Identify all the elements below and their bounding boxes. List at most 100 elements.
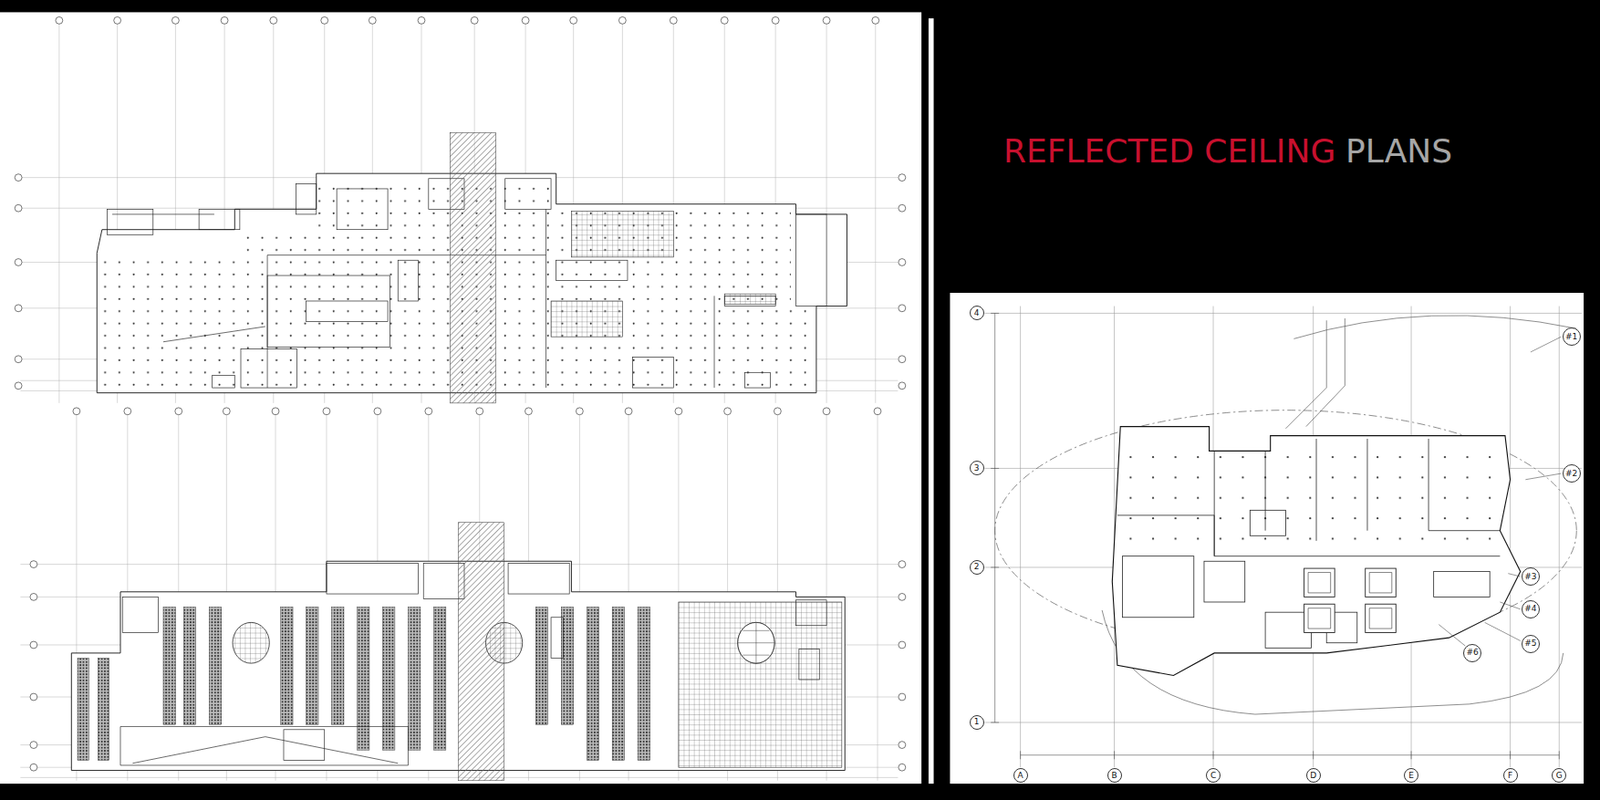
drawing-detail — [55, 16, 63, 24]
drawing-detail — [505, 178, 551, 210]
tile-grid — [724, 293, 776, 304]
drawing-detail — [898, 174, 906, 182]
grid-bubble: E — [1403, 768, 1419, 783]
bubble-label: 1 — [974, 717, 980, 727]
ceiling-lights — [1124, 454, 1501, 551]
bubble-label: G — [1556, 771, 1563, 780]
drawing-detail — [407, 607, 420, 751]
drawing-detail — [208, 607, 221, 726]
drawing-detail — [898, 693, 906, 701]
drawing-detail — [1204, 561, 1246, 603]
drawing-detail — [357, 607, 370, 751]
tile-grid — [550, 301, 623, 337]
light-strips — [77, 607, 651, 761]
grid-bubble: D — [1306, 768, 1321, 783]
match-line-band — [449, 132, 496, 403]
drawing-detail — [745, 372, 771, 388]
drawing-detail — [771, 16, 780, 24]
drawing-detail — [1117, 438, 1500, 557]
slide-title: REFLECTED CEILINGPLANS — [1003, 135, 1453, 168]
drawing-detail — [124, 407, 132, 416]
drawing-detail — [898, 382, 906, 390]
drawing-detail — [220, 16, 229, 24]
drawing-detail — [1308, 572, 1393, 630]
left-panel — [0, 11, 922, 784]
drawing-detail — [720, 16, 728, 24]
drawing-detail — [550, 617, 563, 659]
grid-bubble: B — [1107, 768, 1123, 783]
drawing-detail — [332, 607, 344, 726]
drawing-detail — [322, 407, 331, 416]
tile-grid — [678, 602, 842, 768]
drawing-detail — [476, 407, 484, 416]
elevators — [1304, 568, 1397, 633]
callout-bubble: #3 — [1521, 567, 1540, 586]
drawing-detail — [232, 622, 270, 664]
bubble-label: E — [1408, 771, 1414, 780]
drawing-detail — [898, 355, 906, 364]
bubble-label: F — [1507, 771, 1513, 780]
bubble-label: 3 — [974, 464, 980, 473]
drawing-detail — [326, 562, 419, 594]
callout-bubble: #4 — [1521, 600, 1540, 619]
drawing-detail — [1122, 556, 1194, 618]
drawing-detail — [618, 16, 626, 24]
drawing-detail — [898, 741, 906, 749]
drawing-detail — [14, 174, 22, 182]
match-line-band — [457, 522, 504, 781]
drawing-detail — [898, 641, 906, 649]
grid-bubble: 4 — [969, 305, 985, 321]
right-panel — [949, 292, 1584, 784]
bubble-label: #3 — [1524, 572, 1537, 582]
grid-bubble: 3 — [969, 460, 985, 476]
bubble-label: 4 — [974, 309, 980, 318]
drawing-detail — [773, 407, 781, 416]
drawing-detail — [675, 407, 683, 416]
drawing-detail — [535, 607, 548, 726]
grid-lines — [20, 415, 898, 780]
drawing-detail — [382, 607, 395, 751]
drawing-detail — [822, 16, 831, 24]
drawing-detail — [397, 259, 418, 302]
drawing-detail — [633, 357, 675, 389]
drawing-detail — [575, 407, 583, 416]
drawing-detail — [521, 16, 530, 24]
callout-bubble: #5 — [1521, 634, 1540, 654]
drawing-detail — [796, 600, 828, 626]
drawing-detail — [898, 259, 906, 267]
grid-bubble: C — [1205, 768, 1221, 783]
drawing-detail — [368, 16, 376, 24]
drawing-detail — [120, 726, 408, 766]
drawing-detail — [270, 16, 278, 24]
drawing-detail — [14, 304, 22, 312]
drawing-detail — [30, 741, 38, 749]
drawing-detail — [898, 561, 906, 569]
drawing-detail — [122, 596, 158, 633]
dimension-lines — [990, 312, 1559, 759]
tile-grid — [571, 211, 674, 258]
drawing-detail — [796, 214, 828, 307]
drawing-detail — [106, 208, 153, 235]
drawing-detail — [212, 375, 236, 388]
walls — [1117, 438, 1500, 648]
building-outline — [1111, 426, 1520, 676]
drawing-detail — [267, 275, 390, 347]
drawing-detail — [198, 208, 240, 229]
drawing-detail — [30, 693, 38, 701]
drawing-detail — [873, 407, 882, 416]
drawing-detail — [321, 16, 329, 24]
drawing-detail — [30, 592, 38, 601]
drawing-detail — [14, 259, 22, 267]
drawing-detail — [222, 407, 230, 416]
drawing-detail — [14, 382, 22, 390]
callout-bubble: #2 — [1562, 464, 1581, 483]
drawing-detail — [374, 407, 382, 416]
bubble-label: A — [1018, 771, 1024, 780]
drawing-detail — [112, 208, 715, 388]
bubble-label: C — [1210, 771, 1216, 780]
drawing-detail — [724, 407, 732, 416]
grid-bubble: G — [1551, 768, 1567, 783]
drawing-detail — [525, 407, 533, 416]
